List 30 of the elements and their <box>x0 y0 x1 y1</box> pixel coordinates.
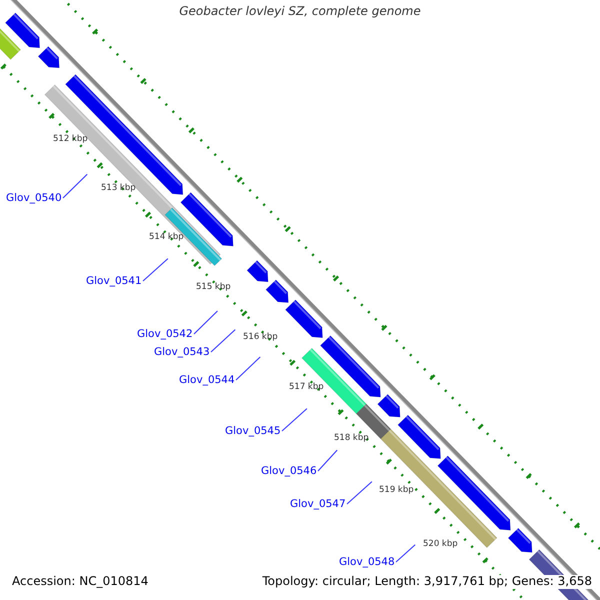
gene-label: Glov_0546 <box>261 465 317 478</box>
genome-info-text: Topology: circular; Length: 3,917,761 bp; Genes: 3,658 <box>260 575 594 589</box>
leader-line <box>194 310 218 334</box>
scale-tick-label: 516 kbp <box>243 333 278 343</box>
gene-label: Glov_0545 <box>225 425 281 438</box>
scale-tick-label: 514 kbp <box>149 233 184 243</box>
scale-tick-label: 520 kbp <box>423 540 458 550</box>
map-title: Geobacter lovleyi SZ, complete genome <box>178 5 422 19</box>
gene-label: Glov_0548 <box>339 556 395 568</box>
scale-tick-label: 519 kbp <box>379 486 414 496</box>
leader-line <box>282 408 308 432</box>
leader-line <box>318 450 338 472</box>
gene-label: Glov_0540 <box>6 192 62 204</box>
leader-line <box>236 356 261 380</box>
leader-line <box>210 329 236 352</box>
gene-label: Glov_0543 <box>154 346 210 358</box>
gene-label: Glov_0547 <box>290 498 346 510</box>
scale-tick-label: 513 kbp <box>101 184 136 194</box>
leader-line <box>62 174 88 198</box>
scale-tick-label: 518 kbp <box>334 434 369 444</box>
gene-label: Glov_0541 <box>86 275 142 288</box>
scale-tick-label: 512 kbp <box>53 135 88 145</box>
leader-line <box>396 544 416 562</box>
gene-label: Glov_0544 <box>179 374 235 386</box>
scale-tick-label: 515 kbp <box>196 283 231 293</box>
scale-tick-label: 517 kbp <box>289 383 324 393</box>
leader-line <box>142 258 168 282</box>
accession-text: Accession: NC_010814 <box>10 575 150 589</box>
gene-label: Glov_0542 <box>137 328 193 340</box>
leader-line <box>346 481 372 504</box>
